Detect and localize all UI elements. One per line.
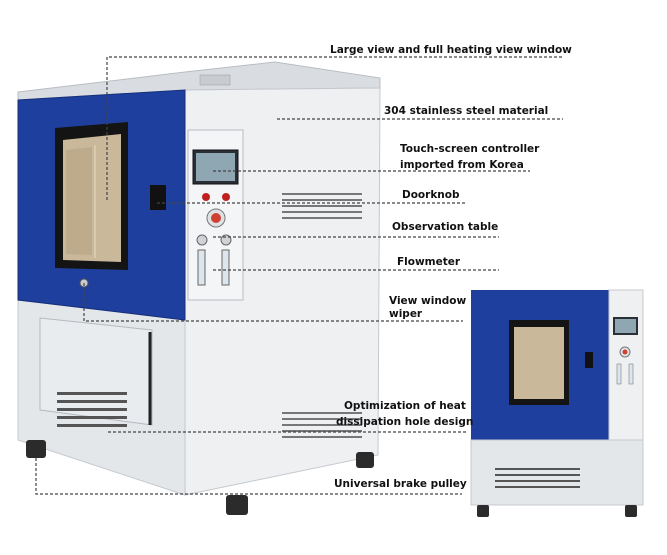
label-touch-screen-2: imported from Korea xyxy=(400,159,524,171)
label-touch-screen-1: Touch-screen controller xyxy=(400,143,540,155)
label-observation-table: Observation table xyxy=(392,221,499,233)
label-heat-dissipation-2: dissipation hole design xyxy=(336,416,474,428)
label-brake-pulley: Universal brake pulley xyxy=(334,478,467,490)
doorknob xyxy=(150,185,166,210)
label-flowmeter: Flowmeter xyxy=(397,256,461,268)
leader-lines xyxy=(35,56,563,495)
flowmeter-left xyxy=(197,249,206,286)
small-test-chamber xyxy=(470,289,644,517)
caster-wheels xyxy=(26,440,374,515)
label-heat-dissipation-1: Optimization of heat xyxy=(344,400,466,412)
flowmeter-right xyxy=(221,249,230,286)
label-view-window: Large view and full heating view window xyxy=(330,44,572,56)
label-wiper-1: View window xyxy=(389,295,467,307)
label-wiper-2: wiper xyxy=(389,308,423,320)
label-steel-material: 304 stainless steel material xyxy=(384,105,549,117)
label-doorknob: Doorknob xyxy=(402,189,460,201)
large-test-chamber xyxy=(17,61,381,515)
